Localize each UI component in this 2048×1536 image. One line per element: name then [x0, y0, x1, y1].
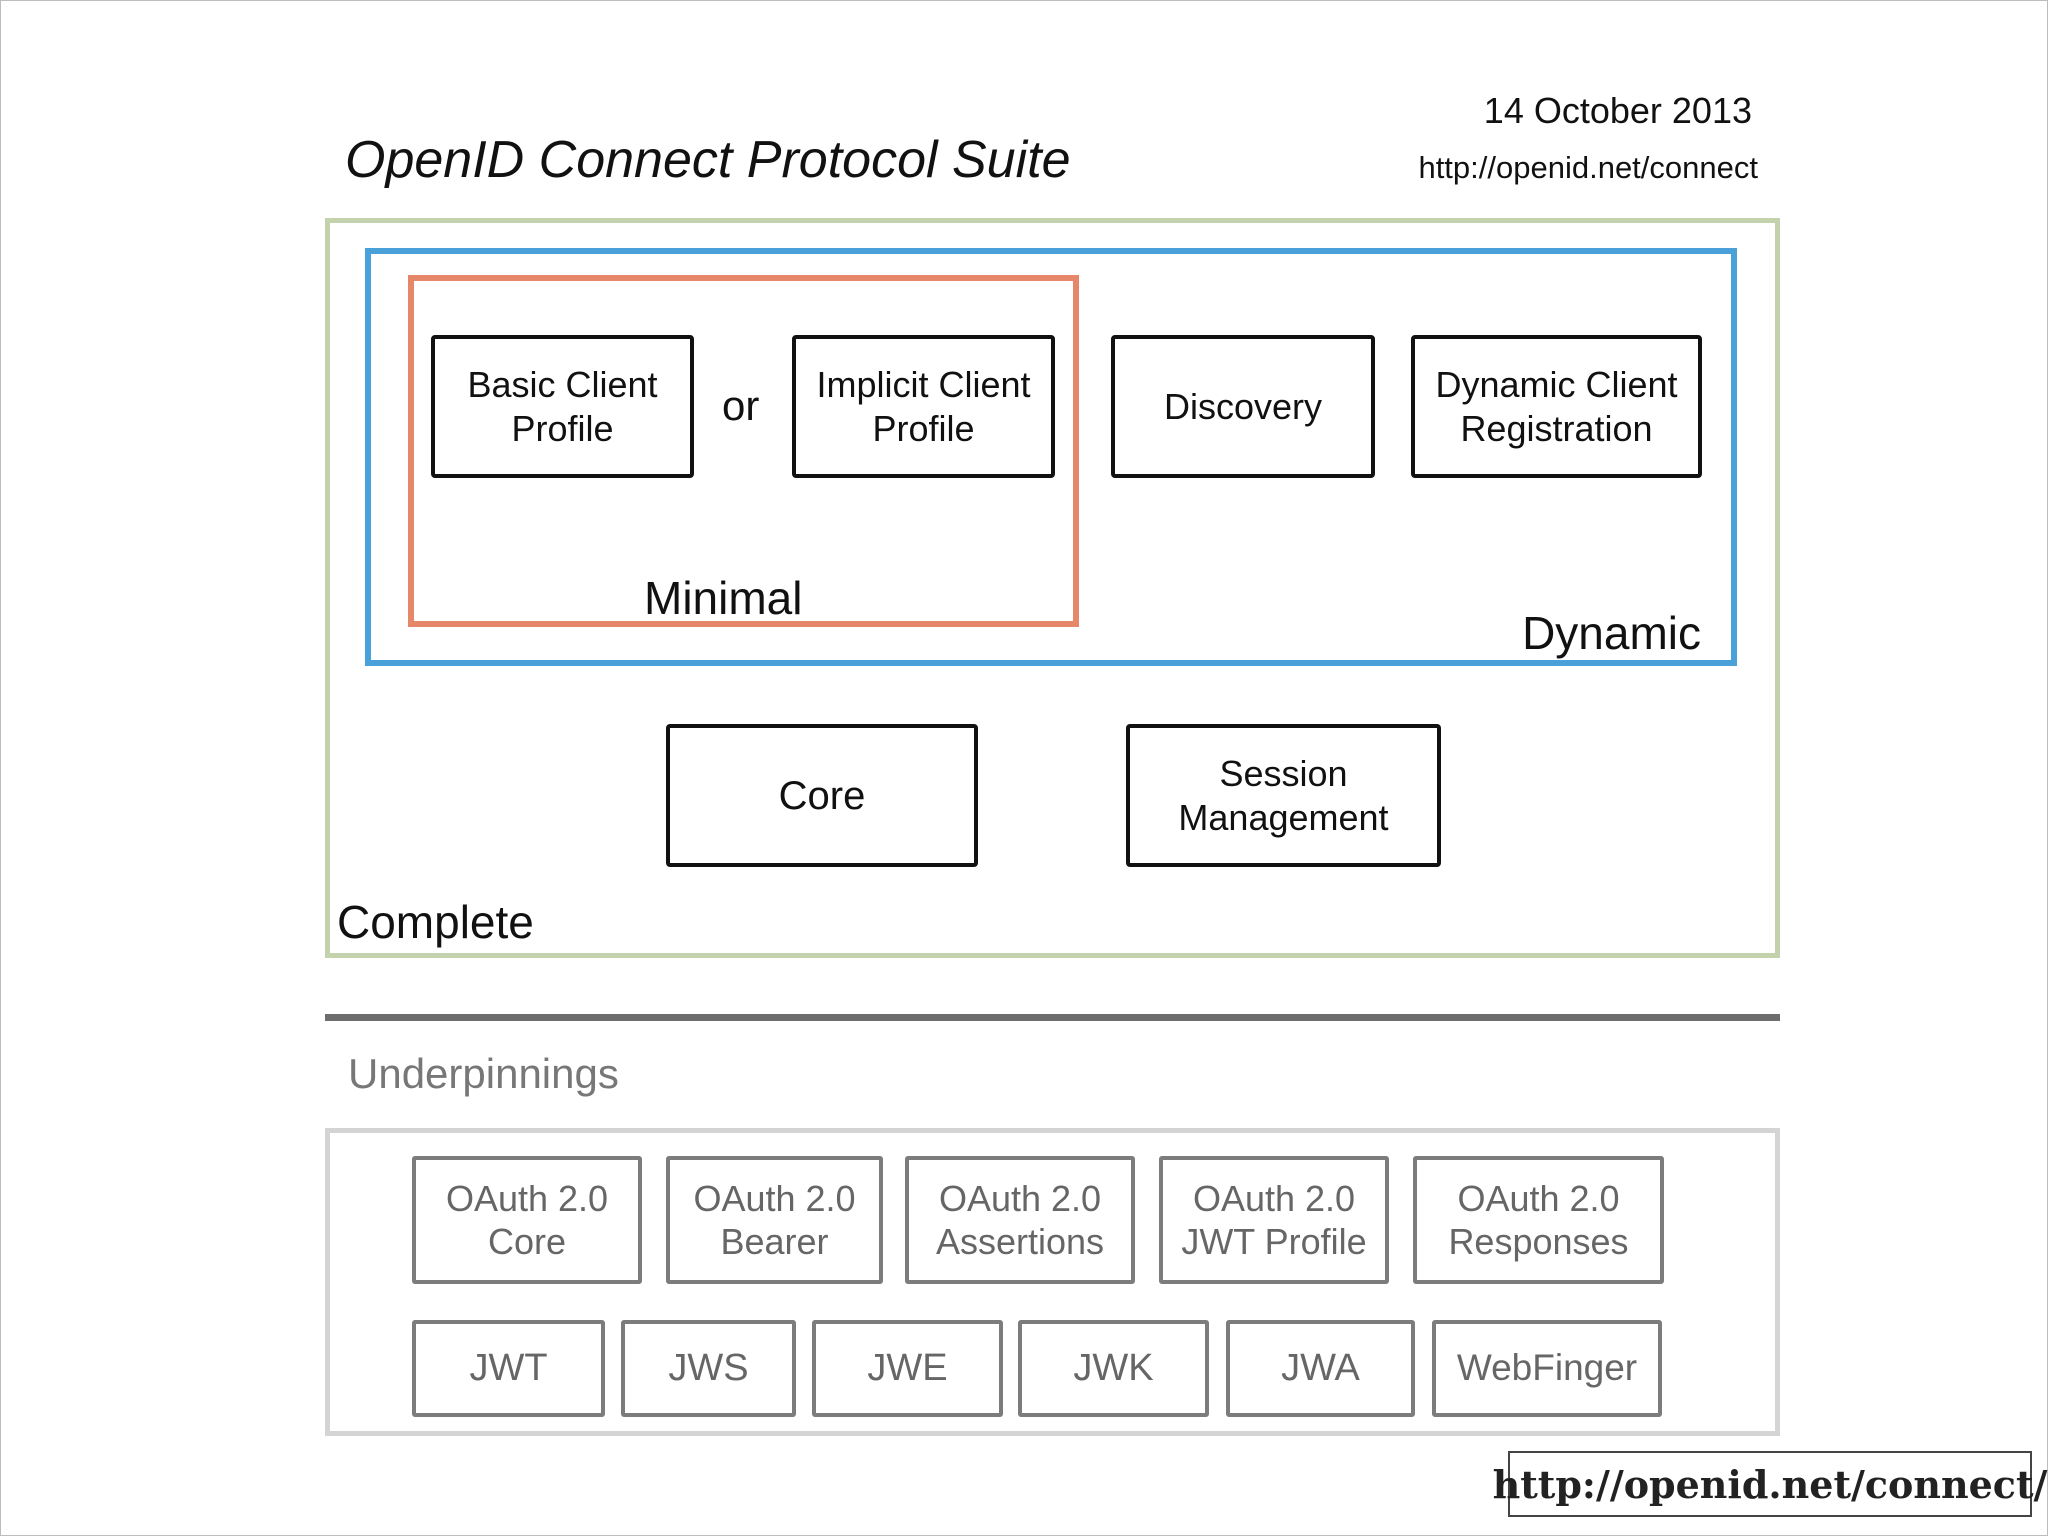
- complete-region: Complete: [325, 218, 1780, 958]
- jwa-box: JWA: [1226, 1320, 1415, 1417]
- oauth-responses-box: OAuth 2.0 Responses: [1413, 1156, 1664, 1284]
- underpinnings-label: Underpinnings: [348, 1050, 619, 1097]
- oauth-assertions-box: OAuth 2.0 Assertions: [905, 1156, 1135, 1284]
- section-divider: [325, 1014, 1780, 1021]
- url-watermark: http://openid.net/connect/: [1493, 1451, 2047, 1517]
- basic-client-profile-box: Basic Client Profile: [431, 335, 694, 478]
- dynamic-client-registration-box: Dynamic Client Registration: [1411, 335, 1702, 478]
- diagram-title: OpenID Connect Protocol Suite: [345, 131, 1071, 189]
- discovery-box: Discovery: [1111, 335, 1375, 478]
- oauth-core-box: OAuth 2.0 Core: [412, 1156, 642, 1284]
- jws-box: JWS: [621, 1320, 796, 1417]
- minimal-region: Minimal: [408, 275, 1079, 627]
- minimal-label: Minimal: [644, 572, 803, 624]
- underpinnings-region: [325, 1128, 1780, 1436]
- jwk-box: JWK: [1018, 1320, 1209, 1417]
- webfinger-box: WebFinger: [1432, 1320, 1662, 1417]
- core-box: Core: [666, 724, 978, 867]
- header-url: http://openid.net/connect: [1418, 150, 1758, 185]
- implicit-client-profile-box: Implicit Client Profile: [792, 335, 1055, 478]
- or-label: or: [722, 382, 760, 429]
- complete-label: Complete: [337, 896, 534, 948]
- jwt-box: JWT: [412, 1320, 605, 1417]
- session-management-box: Session Management: [1126, 724, 1441, 867]
- date-label: 14 October 2013: [1483, 90, 1752, 131]
- oauth-jwt-profile-box: OAuth 2.0 JWT Profile: [1159, 1156, 1389, 1284]
- dynamic-label: Dynamic: [1522, 607, 1701, 659]
- jwe-box: JWE: [812, 1320, 1003, 1417]
- dynamic-region: Dynamic: [365, 248, 1737, 666]
- oauth-bearer-box: OAuth 2.0 Bearer: [666, 1156, 883, 1284]
